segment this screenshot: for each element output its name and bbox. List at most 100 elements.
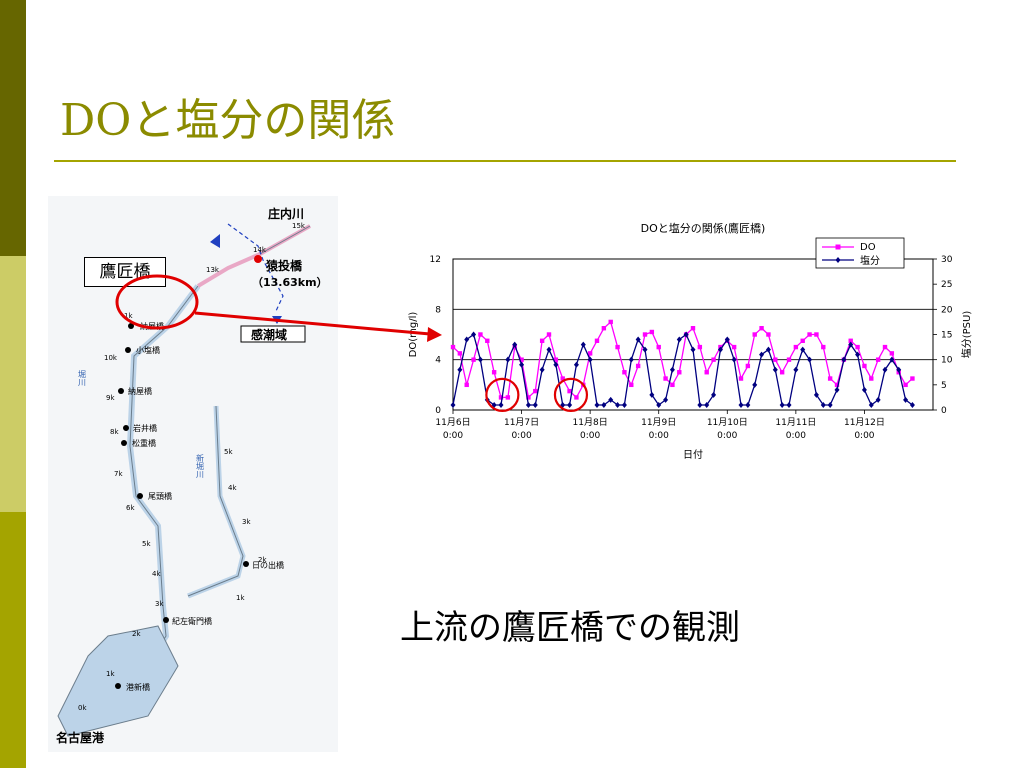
data-point-salinity: [669, 366, 675, 373]
chart-series: [450, 319, 915, 408]
data-point-do: [478, 332, 483, 337]
x-tick-label: 11月6日: [435, 417, 470, 428]
data-point-do: [821, 344, 826, 350]
highlight-circle-icon: [485, 377, 520, 412]
km-mark: 15k: [292, 222, 306, 230]
y-right-tick-label: 15: [941, 331, 952, 341]
km-mark: 3k: [155, 600, 164, 608]
data-point-salinity: [882, 366, 888, 373]
data-point-salinity: [676, 336, 682, 343]
data-point-salinity: [580, 341, 586, 348]
x-tick-label: 11月11日: [775, 417, 816, 428]
data-point-salinity: [450, 401, 456, 408]
km-mark: 2k: [258, 556, 267, 564]
data-point-salinity: [573, 361, 579, 368]
harbor-water: [57, 625, 179, 737]
data-point-do: [656, 344, 661, 350]
data-point-do: [553, 357, 559, 362]
km-mark: 1k: [106, 670, 115, 678]
data-point-salinity: [896, 366, 902, 373]
km-mark: 1k: [124, 312, 133, 320]
sarunage-bridge-label: 猿投橋: [265, 258, 303, 273]
sidebar-band-mid: [0, 512, 26, 768]
bridge-marker-icon: [115, 683, 121, 689]
data-point-do: [594, 338, 600, 343]
data-point-do: [910, 376, 915, 381]
data-point-salinity: [567, 401, 573, 408]
data-point-salinity: [649, 391, 655, 398]
data-point-salinity: [848, 341, 854, 348]
sidebar-band-dark: [0, 0, 26, 256]
data-point-salinity: [711, 391, 717, 398]
y-left-tick-label: 8: [435, 305, 441, 315]
data-point-do: [773, 357, 778, 362]
data-point-salinity: [546, 346, 552, 353]
y-right-tick-label: 10: [941, 356, 953, 366]
data-point-do: [608, 319, 613, 325]
data-point-salinity: [820, 401, 826, 408]
data-point-salinity: [601, 401, 607, 408]
data-point-salinity: [519, 361, 525, 368]
data-point-salinity: [765, 346, 771, 353]
bridge-marker-icon: [128, 323, 134, 329]
x-tick-label: 11月12日: [844, 417, 885, 428]
slide-title: DOと塩分の関係: [60, 95, 396, 146]
y-left-tick-label: 4: [435, 356, 441, 366]
data-point-do: [827, 376, 833, 381]
data-point-do: [485, 338, 490, 343]
data-point-salinity: [477, 356, 483, 363]
data-point-salinity: [683, 331, 689, 338]
x-tick-label: 0:00: [717, 431, 737, 441]
x-tick-label: 0:00: [443, 431, 463, 441]
bridge-label: 小塩橋: [136, 345, 160, 355]
legend-label-do: DO: [860, 242, 876, 253]
data-point-salinity: [855, 351, 861, 358]
bridge-marker-icon: [243, 561, 249, 567]
legend-marker-do-icon: [835, 244, 841, 250]
data-point-salinity: [539, 366, 545, 373]
data-point-do: [814, 332, 819, 337]
takajo-bridge-box: 鷹匠橋: [84, 257, 166, 287]
data-point-do: [670, 382, 675, 388]
data-point-do: [793, 344, 799, 350]
data-point-do: [491, 370, 497, 375]
data-point-salinity: [594, 401, 600, 408]
data-point-do: [882, 344, 888, 350]
data-point-do: [759, 326, 764, 331]
title-divider: [54, 160, 956, 162]
data-point-do: [738, 376, 744, 381]
data-point-do: [498, 395, 504, 400]
data-point-salinity: [875, 396, 881, 403]
bridge-label: 納屋橋: [140, 321, 164, 331]
x-tick-label: 0:00: [854, 431, 874, 441]
x-tick-label: 11月7日: [504, 417, 539, 428]
data-point-salinity: [717, 346, 723, 353]
data-point-salinity: [464, 336, 470, 343]
horikawa-label: 堀川: [78, 370, 87, 386]
data-point-do: [766, 332, 771, 337]
slide-caption: 上流の鷹匠橋での観測: [400, 608, 740, 648]
data-point-salinity: [608, 396, 614, 403]
tidal-zone-label: 感潮域: [251, 327, 287, 342]
bridge-marker-icon: [121, 440, 127, 446]
bridge-marker-icon: [137, 493, 143, 499]
data-point-salinity: [457, 366, 463, 373]
km-mark: 5k: [224, 448, 233, 456]
sarunage-marker-icon: [254, 255, 262, 263]
shonai-river-label: 庄内川: [268, 206, 304, 221]
data-point-do: [526, 395, 531, 400]
chart-legend: DO 塩分: [815, 237, 905, 269]
x-tick-label: 0:00: [649, 431, 669, 441]
chart-annotations: [485, 377, 589, 412]
data-point-do: [889, 351, 895, 356]
data-point-do: [786, 357, 792, 362]
series-line-salinity: [452, 333, 913, 407]
data-point-do: [450, 344, 456, 350]
bridge-label: 港新橋: [126, 682, 150, 692]
data-point-salinity: [724, 336, 730, 343]
y-right-tick-label: 20: [941, 305, 953, 315]
data-point-do: [505, 395, 511, 400]
legend-box: [815, 237, 905, 269]
